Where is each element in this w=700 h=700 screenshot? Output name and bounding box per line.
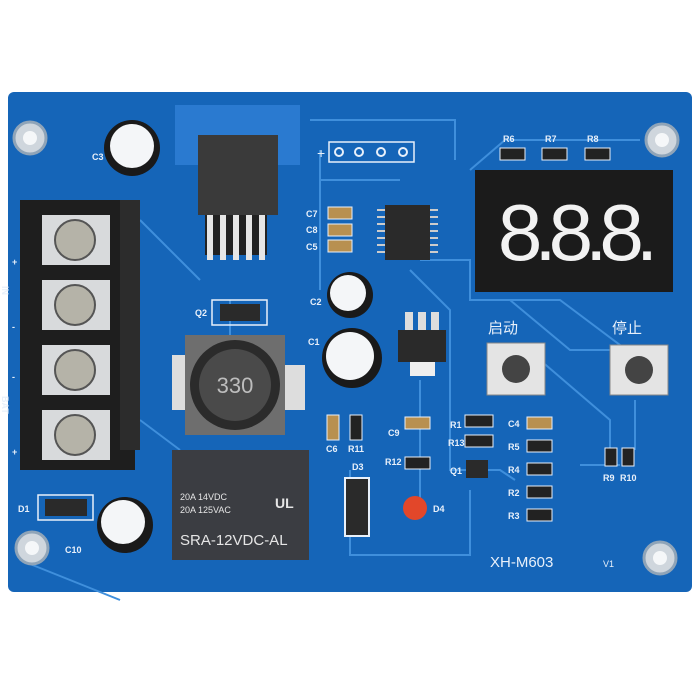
label-d1: D1: [18, 504, 30, 514]
label-r9: R9: [603, 473, 615, 483]
label-c3: C3: [92, 152, 104, 162]
capacitor-c10: C10: [65, 497, 153, 555]
label-c6: C6: [326, 444, 338, 454]
header-plus: +: [317, 145, 325, 161]
capacitor-c1: C1: [308, 328, 382, 388]
label-bat-minus: -: [12, 372, 15, 382]
inductor: 330: [172, 335, 305, 435]
label-r11: R11: [348, 444, 364, 454]
label-c1: C1: [308, 337, 320, 347]
led-d4: D4: [403, 496, 445, 520]
label-d4: D4: [433, 504, 445, 514]
label-r2: R2: [508, 488, 520, 498]
label-r6: R6: [503, 134, 515, 144]
voltage-regulator: [175, 105, 300, 260]
label-r1: R1: [450, 420, 462, 430]
seven-segment-display: 8.8.8.: [475, 170, 673, 292]
label-bat: BAT: [0, 396, 10, 414]
inductor-marking: 330: [217, 373, 254, 398]
label-q2: Q2: [195, 308, 207, 318]
smd-r12: R12: [385, 456, 431, 470]
label-d3: D3: [352, 462, 364, 472]
label-c4: C4: [508, 419, 520, 429]
terminal-screws: [42, 215, 110, 460]
diode-d1: D1: [18, 494, 94, 521]
relay-rating-1: 20A 14VDC: [180, 492, 228, 502]
relay-model: SRA-12VDC-AL: [180, 532, 288, 549]
regulator-sot223: [398, 312, 446, 376]
label-r4: R4: [508, 465, 520, 475]
stop-button-label: 停止: [612, 320, 642, 337]
label-r3: R3: [508, 511, 520, 521]
label-in-plus: +: [12, 257, 17, 267]
smd-c9: C9: [388, 416, 431, 438]
diode-d3: D3: [344, 462, 370, 537]
relay: 20A 14VDC 20A 125VAC UL SRA-12VDC-AL: [172, 450, 309, 560]
label-q1: Q1: [450, 466, 462, 476]
label-c9: C9: [388, 428, 400, 438]
label-r8: R8: [587, 134, 599, 144]
traces: [19, 119, 641, 601]
label-bat-plus: +: [12, 447, 17, 457]
display-reading: 8.8.8.: [498, 188, 651, 277]
relay-cert-mark: UL: [275, 495, 294, 511]
label-r10: R10: [620, 473, 637, 483]
smd-cluster-c6-r11: C6 R11: [326, 414, 364, 454]
smd-capacitors-c7-c8-c5: C7 C8 C5: [306, 206, 353, 253]
diode-q2: Q2: [195, 299, 268, 326]
label-c7: C7: [306, 209, 318, 219]
resistors-r6-r8: R6 R7 R8: [499, 134, 611, 161]
label-c5: C5: [306, 242, 318, 252]
label-in-minus: -: [12, 322, 15, 332]
pin-header: +: [317, 141, 415, 163]
label-r13: R13: [448, 438, 465, 448]
relay-rating-2: 20A 125VAC: [180, 505, 231, 515]
label-c2: C2: [310, 297, 322, 307]
board-version-label: V1: [603, 559, 614, 569]
label-r7: R7: [545, 134, 557, 144]
label-r12: R12: [385, 457, 402, 467]
driver-ic: [377, 205, 438, 260]
resistors-right-column: C4 R5 R4 R2 R3: [508, 416, 553, 522]
label-in: IN: [0, 286, 10, 295]
start-button-label: 启动: [488, 320, 518, 337]
capacitor-c3: C3: [92, 120, 160, 176]
capacitor-c2: C2: [310, 272, 373, 318]
resistors-r9-r10: R9 R10: [603, 447, 637, 483]
mounting-holes: [12, 120, 680, 576]
board-model-label: XH-M603: [490, 554, 553, 571]
start-button[interactable]: 启动: [486, 320, 546, 396]
transistor-q1: Q1: [450, 460, 488, 478]
screw-terminal-block: + IN - BAT - +: [0, 200, 140, 470]
label-c8: C8: [306, 225, 318, 235]
resistors-r1-r13: R1 R13: [448, 414, 494, 448]
label-c10: C10: [65, 545, 82, 555]
label-r5: R5: [508, 442, 520, 452]
stop-button[interactable]: 停止: [609, 320, 669, 396]
